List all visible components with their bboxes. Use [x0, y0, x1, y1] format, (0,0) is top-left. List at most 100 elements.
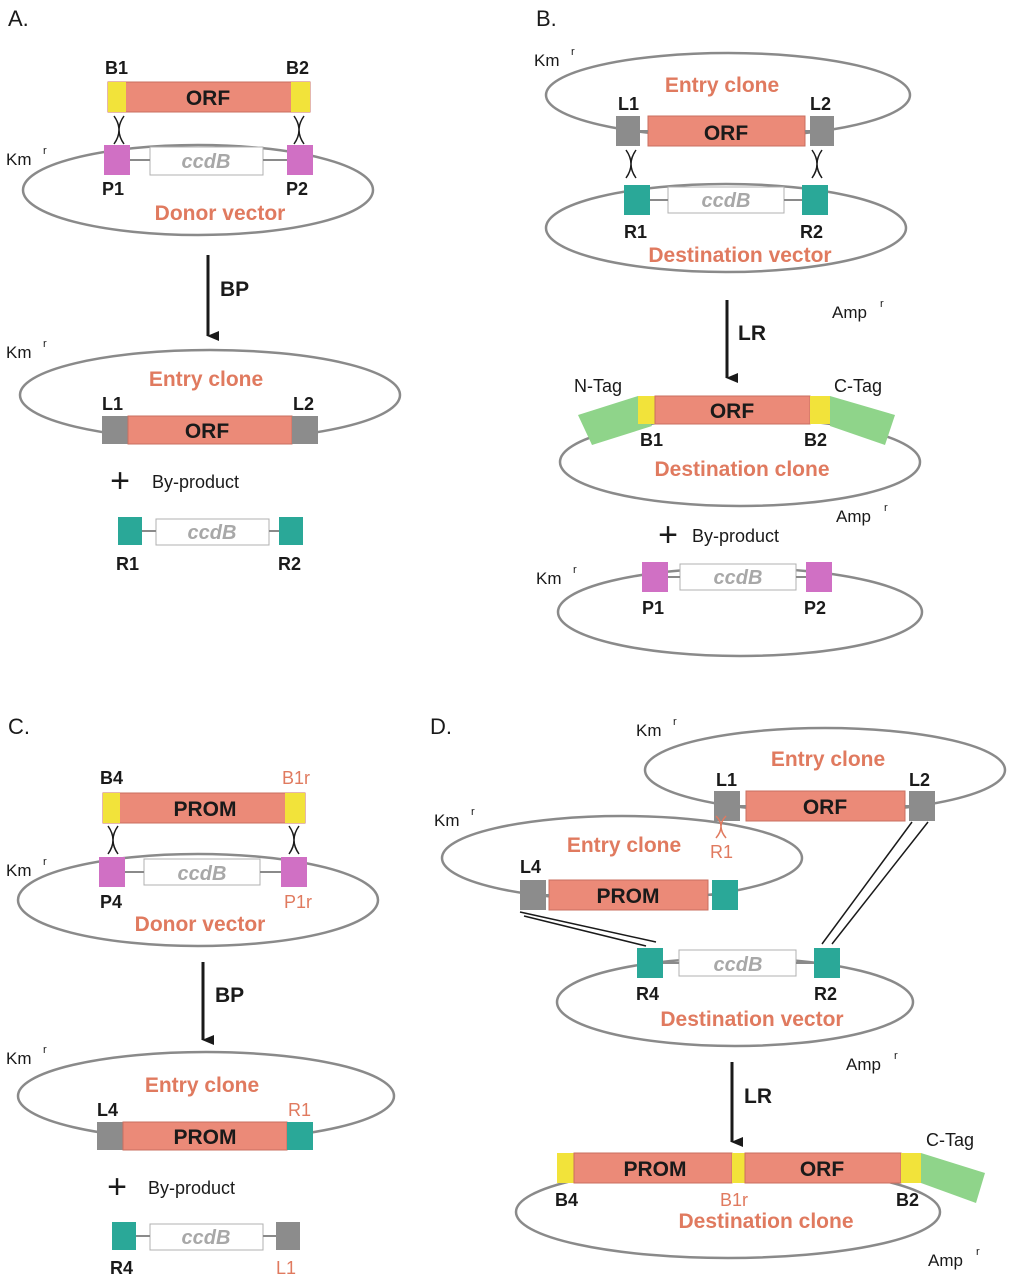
- recombination-cross: [811, 149, 823, 179]
- ccdb-cassette: [679, 563, 797, 591]
- label-ccdb: ccdB: [188, 522, 237, 544]
- label-amp-resistance: Amp: [928, 1251, 963, 1270]
- panel-d: D. Km r Entry clone L1 L2 ORF Km r Entry…: [430, 714, 1007, 1270]
- label-entry-clone: Entry clone: [145, 1074, 259, 1097]
- attB4-site: [557, 1153, 574, 1183]
- svg-text:r: r: [673, 716, 677, 728]
- label-donor-vector: Donor vector: [155, 202, 286, 225]
- label-km-resistance: Km: [6, 150, 32, 169]
- crossover-line: [519, 911, 657, 943]
- plus-sign: +: [658, 516, 678, 554]
- crossover-line: [821, 821, 913, 945]
- orf-segment: [107, 81, 311, 113]
- label-L1: L1: [716, 770, 737, 790]
- label-amp-resistance: Amp: [846, 1055, 881, 1074]
- panel-a-label: A.: [8, 6, 29, 31]
- attR2-site: [279, 517, 303, 545]
- recombination-cross: [293, 115, 305, 145]
- label-orf: ORF: [186, 87, 231, 110]
- label-B1r: B1r: [720, 1190, 748, 1210]
- label-B1: B1: [640, 430, 663, 450]
- crossover-line: [831, 821, 929, 945]
- label-ccdb: ccdB: [182, 151, 231, 173]
- svg-text:r: r: [894, 1050, 898, 1062]
- label-P2: P2: [286, 179, 308, 199]
- label-ccdb: ccdB: [714, 567, 763, 589]
- attB2-site: [291, 82, 310, 112]
- prom-segment: [573, 1152, 733, 1184]
- label-lr: LR: [738, 322, 766, 345]
- label-by-product: By-product: [148, 1178, 235, 1198]
- label-entry-clone: Entry clone: [771, 748, 885, 771]
- label-destination-vector: Destination vector: [660, 1008, 843, 1031]
- attR2-site: [814, 948, 840, 978]
- crossover-line: [523, 915, 647, 947]
- label-entry-clone: Entry clone: [665, 74, 779, 97]
- label-R1: R1: [116, 554, 139, 574]
- attL1-site: [276, 1222, 300, 1250]
- label-c-tag: C-Tag: [834, 376, 882, 396]
- label-R2: R2: [814, 984, 837, 1004]
- label-L1: L1: [618, 94, 639, 114]
- label-ccdb: ccdB: [714, 954, 763, 976]
- svg-text:r: r: [884, 502, 888, 514]
- recombination-cross: [288, 825, 300, 855]
- orf-segment: [127, 415, 293, 445]
- panel-b-label: B.: [536, 6, 557, 31]
- label-R4: R4: [636, 984, 659, 1004]
- attP1-site: [104, 145, 130, 175]
- label-L2: L2: [909, 770, 930, 790]
- label-orf: ORF: [185, 420, 230, 443]
- attR1-site: [624, 185, 650, 215]
- c-tag-segment: [921, 1153, 985, 1203]
- svg-text:r: r: [43, 856, 47, 868]
- attB2-site: [901, 1153, 921, 1183]
- recombination-cross: [107, 825, 119, 855]
- attP2-site: [287, 145, 313, 175]
- label-amp-resistance: Amp: [836, 507, 871, 526]
- label-L1: L1: [276, 1258, 296, 1278]
- label-donor-vector: Donor vector: [135, 913, 266, 936]
- recombination-cross: [715, 815, 727, 839]
- label-c-tag: C-Tag: [926, 1130, 974, 1150]
- ccdb-cassette: [149, 1223, 264, 1251]
- label-lr: LR: [744, 1085, 772, 1108]
- label-destination-clone: Destination clone: [654, 458, 829, 481]
- recombination-cross: [625, 149, 637, 179]
- recombination-cross: [113, 115, 125, 145]
- label-L4: L4: [520, 857, 541, 877]
- label-L2: L2: [293, 394, 314, 414]
- n-tag-segment: [578, 396, 652, 445]
- svg-text:r: r: [43, 1044, 47, 1056]
- donor-vector-plasmid: [16, 852, 380, 948]
- panel-c-label: C.: [8, 714, 30, 739]
- label-L4: L4: [97, 1100, 118, 1120]
- attL1-site: [102, 416, 128, 444]
- label-R1: R1: [288, 1100, 311, 1120]
- label-km-resistance: Km: [6, 343, 32, 362]
- attB2-site: [810, 396, 830, 424]
- label-R1: R1: [710, 842, 733, 862]
- attR4-site: [112, 1222, 136, 1250]
- label-B1: B1: [105, 58, 128, 78]
- attL2-site: [909, 791, 935, 821]
- label-orf: ORF: [803, 796, 848, 819]
- attR1-site: [118, 517, 142, 545]
- svg-text:r: r: [471, 806, 475, 818]
- orf-segment: [647, 115, 806, 147]
- label-B2: B2: [804, 430, 827, 450]
- ccdb-cassette: [149, 146, 264, 176]
- attL1-site: [616, 116, 640, 146]
- label-prom: PROM: [624, 1158, 687, 1181]
- attL1-site: [714, 791, 740, 821]
- label-km-resistance: Km: [534, 51, 560, 70]
- orf-segment: [744, 1152, 902, 1184]
- svg-text:r: r: [43, 338, 47, 350]
- plus-sign: +: [107, 1168, 127, 1206]
- attL2-site: [810, 116, 834, 146]
- panel-a: A. B1 B2 ORF ccdB P1 P2 Donor vector Km …: [6, 6, 402, 574]
- label-km-resistance: Km: [636, 721, 662, 740]
- label-ccdb: ccdB: [702, 190, 751, 212]
- label-bp: BP: [220, 278, 249, 301]
